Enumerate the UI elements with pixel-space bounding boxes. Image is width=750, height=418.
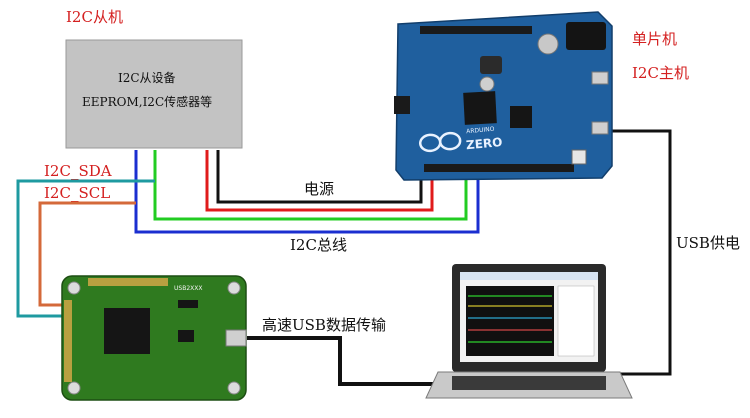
laptop-keyboard bbox=[452, 376, 606, 390]
scl-label: I2C_SCL bbox=[44, 184, 110, 202]
mount-hole-4 bbox=[227, 381, 241, 395]
bus-wire-green bbox=[153, 150, 468, 221]
screen-plot-traces bbox=[468, 295, 552, 343]
capacitor bbox=[537, 33, 559, 55]
arduino-pcb bbox=[395, 11, 613, 181]
power-label: 电源 bbox=[304, 180, 334, 198]
laptop-icon bbox=[425, 264, 633, 399]
usb-power-cable bbox=[604, 129, 672, 376]
debug-chip bbox=[510, 106, 532, 128]
slave-device-box bbox=[65, 39, 243, 149]
slave-device-line2: EEPROM,I2C传感器等 bbox=[82, 94, 212, 109]
power-wire-black bbox=[216, 150, 423, 204]
screen-side-panel bbox=[557, 285, 595, 357]
adapter-chip-small bbox=[178, 330, 194, 342]
i2c-slave-device: I2C从设备 EEPROM,I2C传感器等 bbox=[65, 39, 243, 149]
inductor bbox=[480, 56, 502, 74]
adapter-name-text: USB2XXX bbox=[174, 285, 202, 292]
adapter-chip-small-2 bbox=[178, 300, 198, 308]
usb-port-top bbox=[591, 71, 609, 85]
adapter-header-top bbox=[88, 278, 168, 286]
screen-window-bar bbox=[460, 272, 598, 280]
usb-transfer-label: 高速USB数据传输 bbox=[262, 316, 386, 334]
mcu-label-line1: 单片机 bbox=[632, 30, 677, 48]
screen-plot-area bbox=[466, 286, 554, 356]
mcu-chip bbox=[463, 91, 497, 125]
arduino-header-bottom bbox=[424, 164, 574, 172]
bus-wire-blue bbox=[134, 150, 480, 234]
slave-title: I2C从机 bbox=[66, 8, 123, 26]
mcu-label-line2: I2C主机 bbox=[632, 64, 689, 82]
slave-device-line1: I2C从设备 bbox=[118, 71, 176, 85]
dc-jack bbox=[566, 22, 606, 50]
arduino-infinity-icon bbox=[418, 131, 462, 153]
usb-port-bottom bbox=[591, 121, 609, 135]
usb-data-cable bbox=[247, 336, 446, 386]
mount-hole-1 bbox=[67, 281, 81, 295]
sda-label: I2C_SDA bbox=[44, 162, 112, 180]
adapter-header-left bbox=[64, 300, 72, 382]
usb2xxx-adapter-board: USB2XXX bbox=[61, 275, 247, 401]
scl-wire-orange bbox=[38, 201, 136, 307]
adapter-main-chip bbox=[104, 308, 150, 354]
mount-hole-3 bbox=[67, 381, 81, 395]
power-wire-red bbox=[205, 150, 434, 212]
adapter-usb-port bbox=[225, 329, 247, 347]
arduino-header-top bbox=[420, 26, 532, 34]
arduino-brand-text: ARDUINO bbox=[466, 126, 495, 135]
wires bbox=[16, 129, 672, 386]
usb-power-label: USB供电 bbox=[676, 234, 740, 252]
reset-button bbox=[571, 149, 587, 165]
arduino-zero-board: ZERO ARDUINO bbox=[394, 11, 613, 181]
inductor-2 bbox=[479, 76, 495, 92]
labels: I2C从机 单片机 I2C主机 I2C_SDA I2C_SCL 电源 I2C总线… bbox=[44, 8, 740, 334]
i2c-bus-label: I2C总线 bbox=[290, 236, 347, 254]
mount-hole-2 bbox=[227, 281, 241, 295]
arduino-model-text: ZERO bbox=[465, 135, 502, 152]
adapter-pcb bbox=[61, 275, 247, 401]
icsp-header bbox=[394, 96, 410, 114]
sda-wire-teal bbox=[16, 179, 155, 318]
